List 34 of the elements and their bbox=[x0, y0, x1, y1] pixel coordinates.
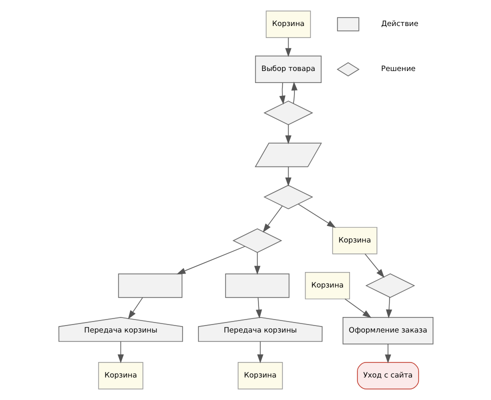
node-box: Корзина bbox=[98, 362, 143, 390]
arrow bbox=[284, 37, 291, 57]
arrow bbox=[290, 82, 298, 104]
arrow bbox=[284, 166, 291, 186]
node-box: Корзина bbox=[304, 272, 350, 300]
node-box: Оформление заказа bbox=[342, 317, 433, 344]
arrow bbox=[255, 297, 262, 318]
legend-label: Решение bbox=[380, 64, 416, 74]
arrow bbox=[384, 344, 391, 364]
node-diamond bbox=[263, 100, 313, 126]
node-box bbox=[118, 273, 182, 298]
arrow bbox=[256, 341, 263, 364]
arrow bbox=[284, 124, 291, 144]
arrow bbox=[344, 298, 371, 318]
arrow bbox=[298, 204, 336, 228]
legend-label: Действие bbox=[380, 19, 418, 28]
arrow bbox=[254, 252, 260, 275]
node-box: Корзина bbox=[332, 226, 377, 254]
arrow bbox=[278, 82, 285, 104]
arrow bbox=[364, 254, 384, 278]
node-box: Выбор товара bbox=[254, 56, 322, 83]
node-diamond bbox=[364, 273, 415, 298]
arrow bbox=[117, 341, 124, 364]
node-parallelogram bbox=[254, 142, 322, 168]
arrow bbox=[385, 297, 392, 318]
arrow bbox=[262, 206, 282, 232]
node-diamond bbox=[232, 228, 282, 253]
node-box: Уход с сайта bbox=[356, 362, 419, 390]
node-box bbox=[224, 273, 289, 298]
arrow bbox=[128, 297, 143, 320]
node-box: Корзина bbox=[237, 362, 282, 390]
arrow bbox=[176, 246, 245, 274]
node-box: Корзина bbox=[265, 10, 310, 38]
node-diamond bbox=[263, 184, 313, 210]
